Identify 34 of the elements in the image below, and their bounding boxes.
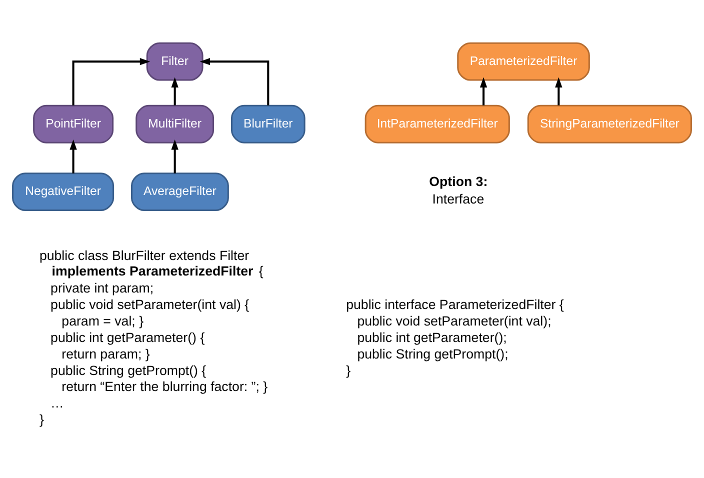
label: return param; } [62,346,150,361]
arrow [70,139,77,173]
node-box: MultiFilter [136,104,214,143]
label: … [50,395,64,410]
label: } [39,412,44,426]
arrow [72,57,150,105]
label: public int getParameter(); [357,329,507,344]
node-box: ParameterizedFilter [457,42,590,80]
arrow [200,57,270,105]
node-box: IntParameterizedFilter [364,104,510,143]
arrow [555,76,562,105]
arrow [480,76,488,105]
arrow [171,139,178,173]
node-box: Filter [146,42,204,80]
node-box: BlurFilter [230,104,306,143]
label: Option 3: [429,174,488,189]
label: public void setParameter(int val) { [50,296,250,312]
label: private int param; [50,280,154,296]
label: public int getParameter() { [50,329,205,344]
label: public class BlurFilter extends Filter [39,247,250,262]
node-box: PointFilter [33,104,114,143]
label: public String getPrompt() { [50,362,206,378]
label: implements ParameterizedFilter { [52,262,264,278]
node-box: NegativeFilter [12,172,114,211]
label: public String getPrompt(); [357,346,508,361]
label: Interface [432,191,484,206]
label: } [346,362,351,378]
label: public void setParameter(int val); [357,313,552,328]
label: param = val; } [62,313,144,328]
label: return “Enter the blurring factor: ”; } [62,378,268,394]
node-box: AverageFilter [130,172,229,211]
label: public interface ParameterizedFilter { [346,296,564,312]
arrow [171,76,178,105]
node-box: StringParameterizedFilter [527,104,692,143]
